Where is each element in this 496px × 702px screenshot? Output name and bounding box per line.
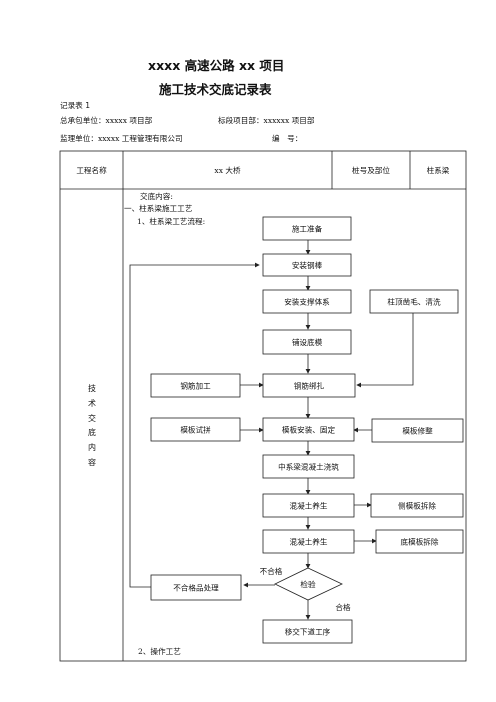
location-label: 桩号及部位 [352,165,390,175]
flow-label-pass: 合格 [335,602,351,612]
flow-box-side-remove [370,493,464,518]
flow-box-prep [262,216,352,241]
flow-label-rebar-tie: 钢筋绑扎 [294,381,325,391]
section-unit: 标段项目部：xxxxxx 项目部 [218,116,315,125]
flow-label-inspect: 检验 [300,579,316,589]
flow-box-form-trial [150,417,241,442]
flow-box-column-top [369,289,459,314]
flow-label-side-remove: 侧模板拆除 [398,501,436,511]
flow-box-pour [262,454,355,479]
flow-label-handover: 移交下道工序 [285,627,331,637]
location-value: 柱系梁 [426,165,450,175]
flow-box-form-install [262,417,355,442]
document-title-line1: xxxx 高速公路 xx 项目 [148,58,285,73]
flow-box-bottom-form [262,329,352,355]
flow-label-reject-handle: 不合格品处理 [173,583,219,593]
flow-label-prep: 施工准备 [292,224,323,234]
supervisor-unit: 监理单位：xxxxx 工程管理有限公司 [60,134,183,143]
flow-box-rebar-tie [262,373,356,398]
flow-box-rebar-process [150,373,241,398]
flow-box-handover [262,619,353,644]
contractor-unit: 总承包单位：xxxxx 项目部 [60,116,153,125]
flow-label-form-install: 模板安装、固定 [282,425,336,435]
flow-label-fail: 不合格 [260,566,283,576]
flow-box-form-repair [371,418,464,443]
subsection-2-heading: 2、操作工艺 [138,647,181,656]
flow-box-reject-handle [150,574,242,601]
project-name-label: 工程名称 [76,165,107,175]
technical-disclosure-label: 技术交底内容 [88,384,96,467]
flow-box-bottom-remove [375,529,464,554]
flow-box-rebar-install [262,253,352,277]
document-title-line2: 施工技术交底记录表 [159,82,272,97]
flow-box-support [262,289,352,314]
flow-box-cure1 [262,493,355,518]
record-number: 记录表 1 [60,101,91,110]
flow-label-cure1: 混凝土养生 [290,501,328,511]
flow-label-rebar-install: 安装钢棒 [292,260,323,270]
flow-label-pour: 中系梁混凝土浇筑 [278,462,339,472]
flow-box-cure2 [262,529,355,554]
number-label: 编 号： [272,134,303,143]
project-name-value: xx 大桥 [214,165,241,175]
flow-label-form-trial: 模板试拼 [180,425,211,435]
flow-label-bottom-remove: 底模板拆除 [401,537,439,547]
flow-label-cure2: 混凝土养生 [290,537,328,547]
flow-label-bottom-form: 铺设底模 [292,337,323,347]
section-1-heading: 一、柱系梁施工工艺 [124,204,193,213]
flow-label-column-top: 柱顶凿毛、清洗 [387,297,441,307]
flow-label-form-repair: 模板修整 [402,426,433,436]
content-intro: 交底内容: [140,192,173,201]
subsection-1-heading: 1、柱系梁工艺流程: [137,217,206,226]
flow-label-support: 安装支撑体系 [284,297,330,307]
flow-label-rebar-process: 钢筋加工 [180,381,211,391]
flow-diamond-inspect [274,567,343,601]
